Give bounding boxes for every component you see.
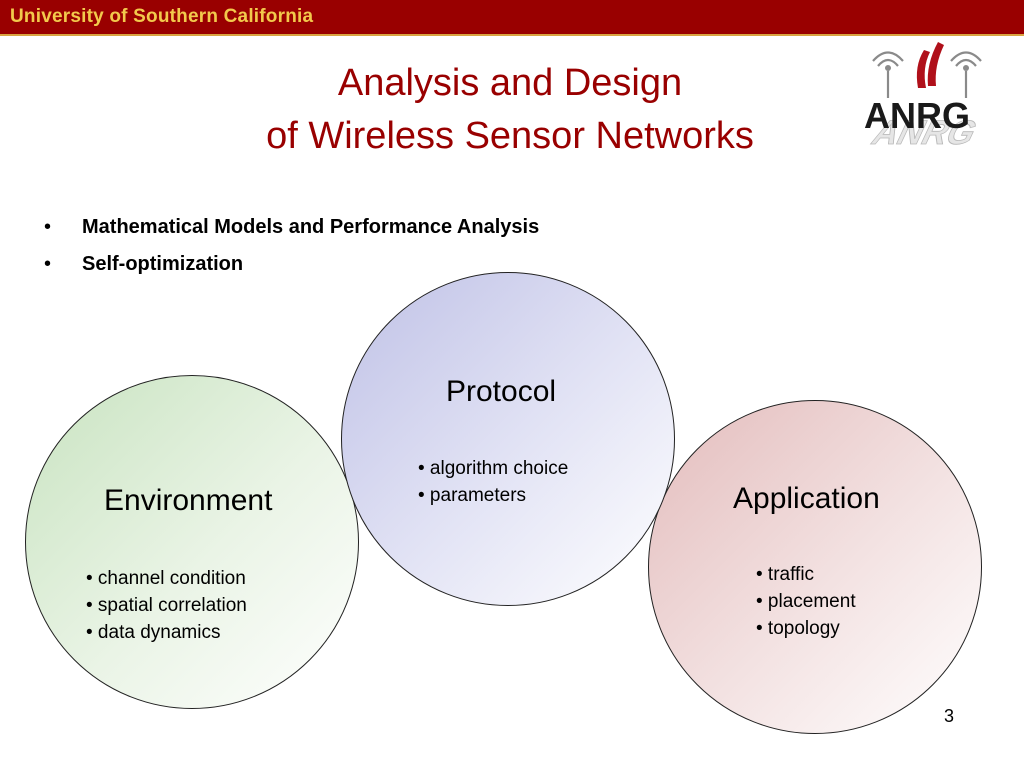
bullet-item: • Mathematical Models and Performance An… (44, 210, 539, 247)
antenna-icon (950, 51, 982, 98)
environment-list: • channel condition • spatial correlatio… (86, 565, 247, 646)
logo-text: ANRG (864, 95, 970, 136)
bullet-item: • Self-optimization (44, 247, 539, 284)
banner-text: University of Southern California (10, 6, 314, 27)
list-item: • channel condition (86, 568, 246, 589)
application-title: Application (733, 482, 880, 515)
protocol-list: • algorithm choice • parameters (418, 455, 568, 509)
list-item: • algorithm choice (418, 458, 569, 479)
university-banner: University of Southern California (0, 0, 1024, 36)
list-item: • spatial correlation (86, 595, 247, 616)
slide-title-line1: Analysis and Design (337, 62, 683, 104)
list-item: • topology (756, 618, 840, 639)
anrg-logo: ANRG ANRG (864, 42, 984, 152)
application-list: • traffic • placement • topology (756, 561, 856, 642)
bullet-text: Self-optimization (82, 253, 244, 275)
page-number: 3 (944, 706, 955, 726)
application-circle: Application • traffic • placement • topo… (648, 400, 982, 734)
list-item: • traffic (756, 564, 815, 585)
bullet-text: Mathematical Models and Performance Anal… (82, 216, 540, 238)
protocol-title: Protocol (446, 375, 557, 408)
bullet-marker: • (44, 216, 52, 238)
list-item: • placement (756, 591, 856, 612)
environment-title: Environment (104, 484, 273, 517)
environment-circle: Environment • channel condition • spatia… (25, 375, 359, 709)
antenna-icon (872, 51, 904, 98)
protocol-circle: Protocol • algorithm choice • parameters (341, 272, 675, 606)
bullet-marker: • (44, 253, 52, 275)
slide-title-line2: of Wireless Sensor Networks (266, 115, 754, 157)
list-item: • data dynamics (86, 622, 221, 643)
bullet-list: • Mathematical Models and Performance An… (44, 210, 539, 284)
logo-reflection: ANRG (866, 114, 984, 152)
list-item: • parameters (418, 485, 527, 506)
signal-waves-icon (916, 42, 944, 88)
